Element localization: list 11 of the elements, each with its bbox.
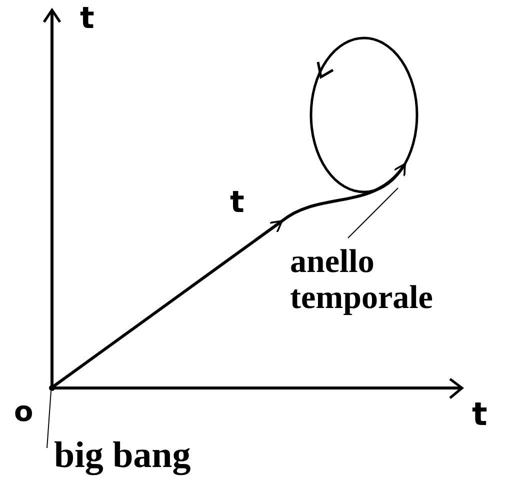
worldline-arrow <box>53 163 406 388</box>
axis-label: t <box>472 398 488 430</box>
leader-line <box>348 188 398 238</box>
time-loop <box>310 36 418 194</box>
callout-label: big bang <box>54 436 191 477</box>
leader-line <box>46 390 52 448</box>
origin-label: o <box>14 398 34 426</box>
callout-label: anello temporale <box>290 244 434 317</box>
origin-point <box>49 385 55 391</box>
axis-label: t <box>80 4 94 34</box>
line-label: t <box>230 188 244 218</box>
